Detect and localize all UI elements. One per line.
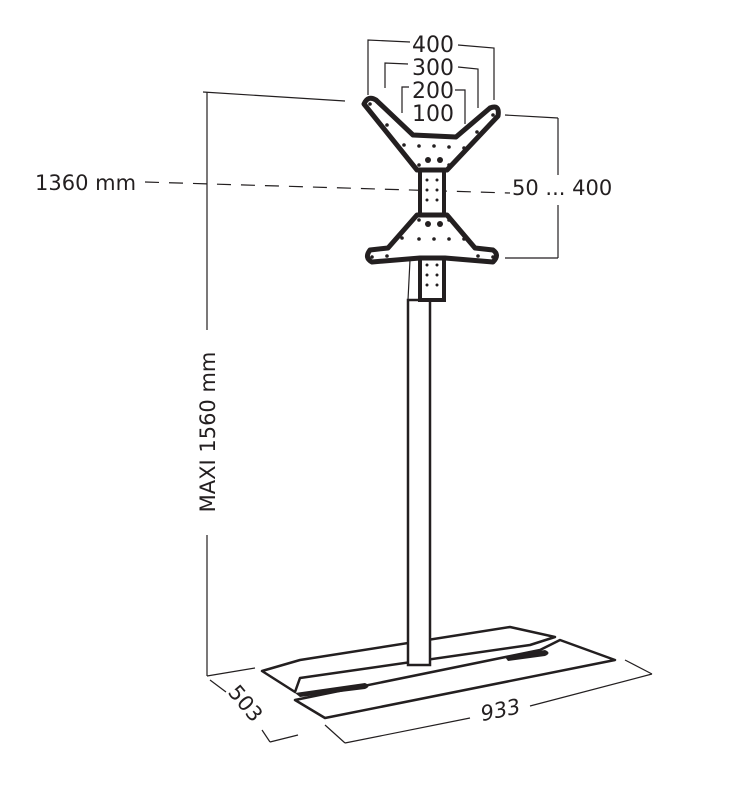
vesa-100-label: 100	[412, 102, 454, 127]
max-height-line	[202, 91, 346, 677]
depth-line	[209, 679, 299, 743]
vesa-dimension-lines	[367, 39, 495, 124]
center-height-dashed-line	[144, 181, 511, 194]
stand-base	[260, 625, 617, 720]
max-height-label: MAXI 1560 mm	[196, 352, 220, 513]
center-height-label: 1360 mm	[35, 171, 136, 195]
mount-holes	[368, 102, 495, 287]
vesa-200-label: 200	[412, 79, 454, 104]
width-label: 933	[478, 694, 522, 726]
vesa-400-label: 400	[412, 33, 454, 58]
stand-pole	[406, 255, 432, 667]
vertical-range-label: 50 ... 400	[512, 176, 612, 200]
vertical-range-bracket	[504, 114, 559, 259]
lower-vesa-bracket	[364, 212, 499, 265]
upper-vesa-bracket	[361, 95, 501, 173]
depth-label: 503	[223, 680, 267, 726]
vesa-300-label: 300	[412, 56, 454, 81]
width-line	[324, 659, 653, 744]
